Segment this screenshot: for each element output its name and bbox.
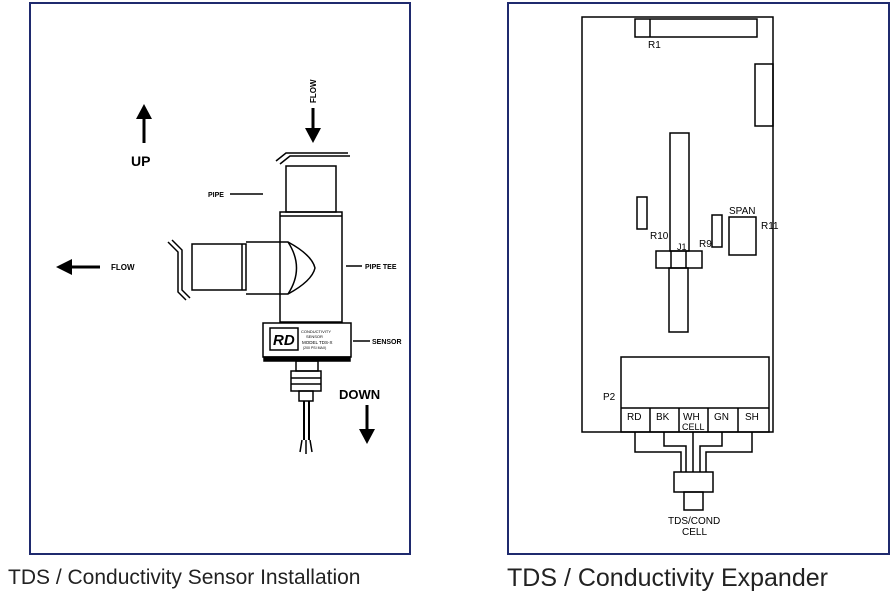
j1-jumper xyxy=(655,250,703,269)
sensor-text-3: MODEL TDS-X xyxy=(302,340,333,345)
up-label: UP xyxy=(131,153,150,169)
vertical-pipe xyxy=(285,165,337,213)
r1-component xyxy=(634,18,758,38)
sensor-label: SENSOR xyxy=(372,339,402,346)
cell-connector xyxy=(673,471,714,493)
horizontal-pipe xyxy=(191,243,247,291)
terminal-rd: RD xyxy=(627,412,641,423)
terminal-gn: GN xyxy=(714,412,729,423)
down-label: DOWN xyxy=(339,387,380,402)
sensor-brand-logo: RD xyxy=(273,332,295,349)
flow-down-arrow xyxy=(305,108,321,143)
terminal-wh: WH xyxy=(683,412,700,423)
j1-label: J1 xyxy=(677,242,687,252)
flow-left-arrow xyxy=(56,259,100,275)
r9-label: R9 xyxy=(699,239,712,250)
tds-cell-label: CELL xyxy=(682,527,707,538)
r10-component xyxy=(636,196,648,230)
flow-left-label: FLOW xyxy=(111,263,135,272)
tee-outlet xyxy=(246,241,316,295)
circuit-board xyxy=(581,16,774,433)
pipe-label: PIPE xyxy=(208,192,224,199)
p2-terminal-block xyxy=(620,356,770,433)
r1-label: R1 xyxy=(648,40,661,51)
r11-label: R11 xyxy=(761,221,779,232)
left-pipe-break xyxy=(167,239,191,301)
pipe-tee-label: PIPE TEE xyxy=(365,264,397,271)
terminal-sh: SH xyxy=(745,412,759,423)
pipe-tee xyxy=(279,211,343,323)
center-component xyxy=(669,132,690,252)
tds-cond-label: TDS/COND xyxy=(668,516,720,527)
top-right-component xyxy=(754,63,774,127)
flow-top-label: FLOW xyxy=(309,79,318,103)
lower-component xyxy=(668,267,689,333)
wire-sh xyxy=(705,432,753,472)
wire-gn xyxy=(699,432,723,472)
cell-label: CELL xyxy=(682,422,705,432)
r9-component xyxy=(711,214,723,248)
sensor-nut xyxy=(290,370,322,392)
sensor-installation-caption: TDS / Conductivity Sensor Installation xyxy=(8,566,361,589)
top-pipe-break xyxy=(275,152,350,165)
sensor-text-1: CONDUCTIVITY xyxy=(301,329,331,334)
down-arrow xyxy=(359,405,375,444)
up-arrow xyxy=(136,104,152,143)
wire-bk xyxy=(663,432,687,472)
wire-rd xyxy=(634,432,682,472)
expander-caption: TDS / Conductivity Expander xyxy=(507,564,828,592)
span-potentiometer xyxy=(728,216,757,256)
p2-label: P2 xyxy=(603,392,616,403)
terminal-bk: BK xyxy=(656,412,670,423)
sensor-installation-panel xyxy=(29,2,411,555)
r10-label: R10 xyxy=(650,231,669,242)
span-label: SPAN xyxy=(729,206,756,217)
sensor-text-4: (200 PSI MAX) xyxy=(303,346,326,350)
sensor-text-2: SENSOR xyxy=(306,334,323,339)
expander-panel xyxy=(507,2,890,555)
